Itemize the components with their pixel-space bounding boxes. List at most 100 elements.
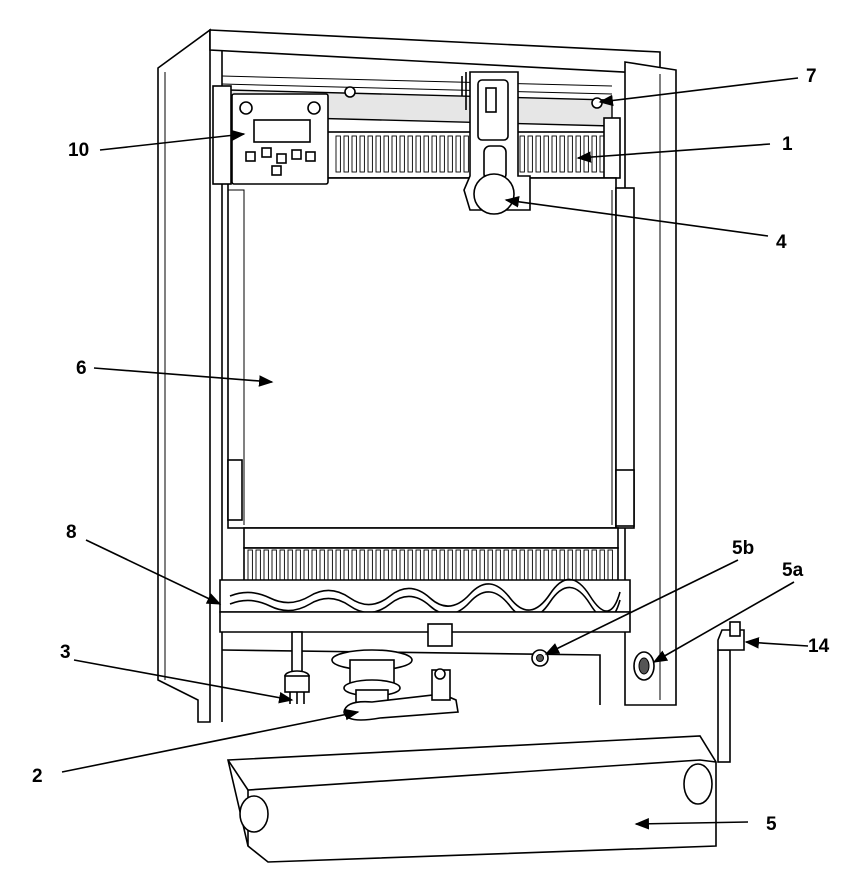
leader-line-5a xyxy=(652,581,795,663)
fin xyxy=(391,549,397,581)
flue-pipe xyxy=(717,621,745,763)
fin xyxy=(439,135,445,173)
fin xyxy=(279,549,285,581)
fin xyxy=(407,549,413,581)
burner-assembly xyxy=(219,527,631,647)
fin xyxy=(327,549,333,581)
fin xyxy=(359,549,365,581)
fin xyxy=(415,135,421,173)
leader-lines xyxy=(61,77,809,830)
callout-14: 14 xyxy=(808,636,830,657)
fin xyxy=(255,549,261,581)
fin xyxy=(543,549,549,581)
fin xyxy=(399,549,405,581)
fin xyxy=(439,549,445,581)
fin xyxy=(575,135,581,173)
fin xyxy=(343,549,349,581)
callout-6: 6 xyxy=(76,358,87,379)
fin xyxy=(351,135,357,173)
grommet-5b xyxy=(531,649,549,667)
fin xyxy=(399,135,405,173)
leader-line-5 xyxy=(634,818,749,830)
grommet-5a xyxy=(633,651,655,681)
leader-line-8 xyxy=(85,539,222,605)
fin xyxy=(511,549,517,581)
fin xyxy=(479,549,485,581)
fin xyxy=(503,549,509,581)
leader-line-7 xyxy=(598,77,799,107)
gas-valve-assembly xyxy=(331,649,459,721)
fin xyxy=(447,135,453,173)
fin xyxy=(311,549,317,581)
fin xyxy=(551,135,557,173)
fin xyxy=(335,135,341,173)
fin xyxy=(607,549,613,581)
fin xyxy=(407,135,413,173)
fin xyxy=(359,135,365,173)
leader-line-6 xyxy=(93,367,274,387)
ignition-electrode xyxy=(284,631,310,704)
fin xyxy=(367,549,373,581)
fin xyxy=(527,135,533,173)
callout-1: 1 xyxy=(782,134,793,155)
fin xyxy=(519,549,525,581)
callout-3: 3 xyxy=(60,642,71,663)
fin xyxy=(447,549,453,581)
fin xyxy=(375,549,381,581)
fin xyxy=(263,549,269,581)
fin xyxy=(527,549,533,581)
fin xyxy=(431,549,437,581)
fin xyxy=(455,135,461,173)
fin xyxy=(535,549,541,581)
fin xyxy=(583,135,589,173)
fin xyxy=(383,549,389,581)
leader-line-4 xyxy=(504,196,769,237)
bottom-cover xyxy=(227,735,717,863)
fin xyxy=(495,549,501,581)
callout-5b: 5b xyxy=(732,538,754,559)
callout-4: 4 xyxy=(776,232,787,253)
fin xyxy=(343,135,349,173)
callout-5: 5 xyxy=(766,814,777,835)
fin xyxy=(583,549,589,581)
callout-5a: 5a xyxy=(782,560,804,581)
fin xyxy=(567,135,573,173)
fin xyxy=(519,135,525,173)
leader-line-3 xyxy=(73,659,294,704)
fin xyxy=(303,549,309,581)
callout-labels: 10 7 1 4 6 8 5b 5a 3 14 2 5 xyxy=(32,66,830,835)
fan-assembly xyxy=(461,71,531,215)
fin xyxy=(367,135,373,173)
combustion-chamber-panel xyxy=(227,177,635,529)
callout-8: 8 xyxy=(66,522,77,543)
fin xyxy=(471,549,477,581)
fin xyxy=(431,135,437,173)
fin xyxy=(351,549,357,581)
fin xyxy=(423,549,429,581)
leader-line-10 xyxy=(99,129,246,151)
fin xyxy=(287,549,293,581)
fin xyxy=(559,549,565,581)
control-panel xyxy=(212,85,329,185)
leader-line-14 xyxy=(744,637,809,649)
fin xyxy=(383,135,389,173)
callout-7: 7 xyxy=(806,66,817,87)
fin xyxy=(559,135,565,173)
callout-2: 2 xyxy=(32,766,43,787)
fin xyxy=(591,549,597,581)
leader-line-1 xyxy=(576,143,771,163)
fin xyxy=(455,549,461,581)
fin xyxy=(575,549,581,581)
fin xyxy=(591,135,597,173)
fin xyxy=(319,549,325,581)
leader-line-2 xyxy=(61,708,360,773)
fin xyxy=(247,549,253,581)
fin xyxy=(551,549,557,581)
fin xyxy=(463,135,469,173)
fin xyxy=(295,549,301,581)
fin xyxy=(463,549,469,581)
fin xyxy=(335,549,341,581)
fin xyxy=(391,135,397,173)
fin xyxy=(535,135,541,173)
